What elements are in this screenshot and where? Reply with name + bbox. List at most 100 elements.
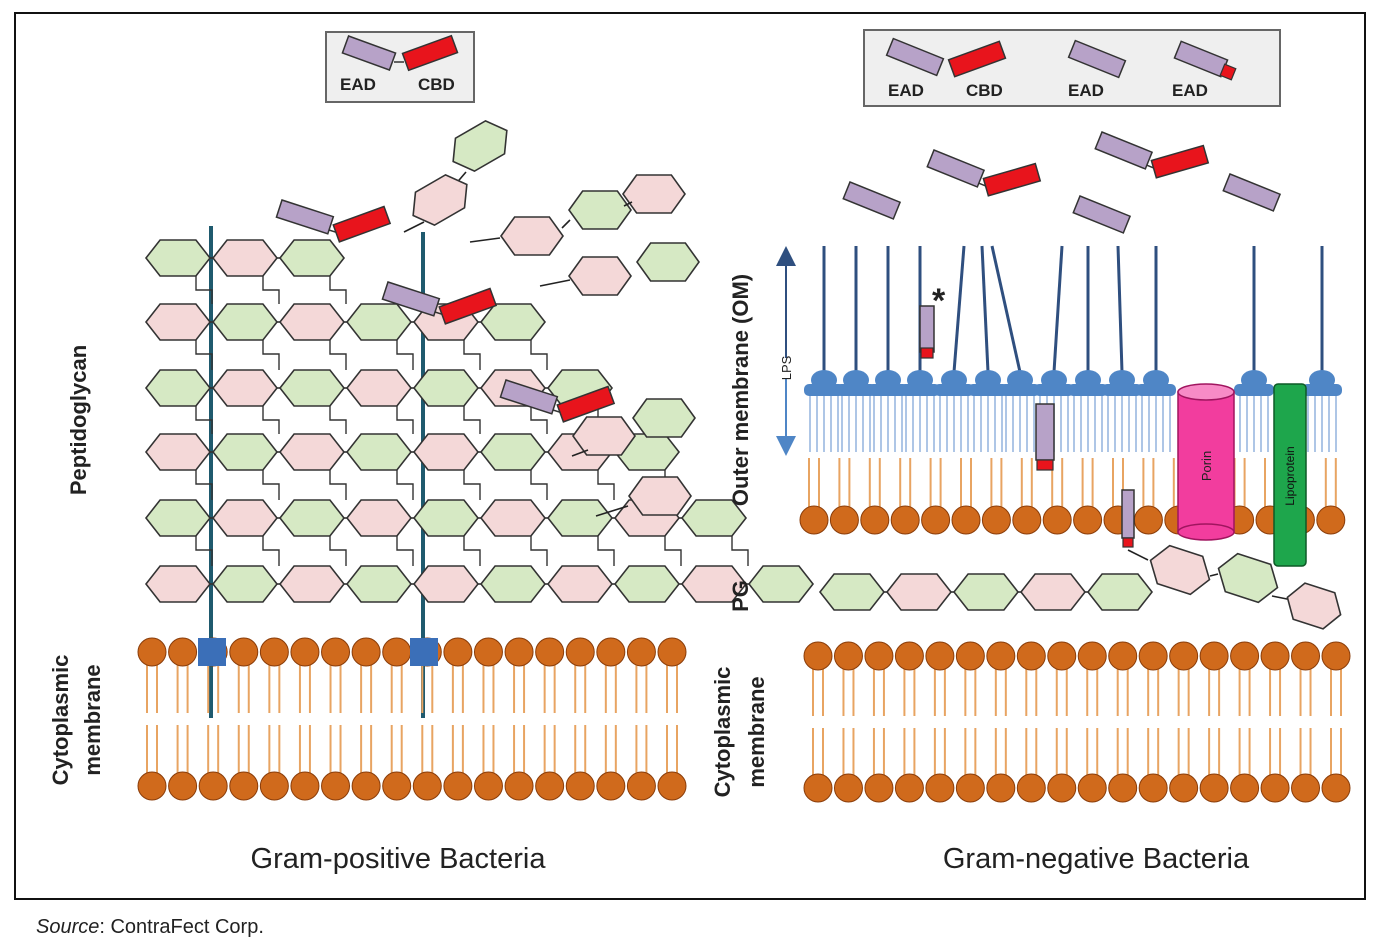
peptide-crosslink — [530, 536, 548, 566]
gn-cytoplasmic-label-1: Cytoplasmic — [710, 667, 735, 798]
peptide-crosslink — [329, 470, 347, 500]
lipid-head — [1138, 773, 1168, 803]
lipid-head — [259, 637, 289, 667]
gram-negative-legend: EAD CBD EAD EAD — [863, 29, 1281, 107]
lipid-head — [565, 771, 595, 801]
sugar-hexagon — [885, 573, 953, 611]
lipid-head — [657, 771, 687, 801]
ead-domain — [1094, 131, 1154, 170]
sugar-hexagon — [211, 499, 279, 537]
peptide-crosslink — [463, 536, 481, 566]
link-line — [561, 219, 571, 229]
sugar-hexagon — [500, 216, 564, 256]
sugar-hexagon — [278, 565, 346, 603]
outer-membrane — [799, 458, 1346, 535]
peptide-crosslink — [530, 406, 548, 434]
lipid-head — [799, 505, 829, 535]
lipid-a-base — [868, 384, 908, 396]
link-line — [539, 279, 571, 287]
lipid-a-base — [1302, 384, 1342, 396]
lipid-head — [1230, 773, 1260, 803]
lipopolysaccharide-layer — [804, 245, 1342, 452]
lipid-head — [229, 637, 259, 667]
sugar-hexagon — [144, 239, 212, 277]
source-text: : ContraFect Corp. — [99, 916, 264, 938]
lysin-enzyme — [1072, 195, 1132, 234]
ead-domain — [842, 181, 902, 220]
lps-chain — [952, 245, 966, 373]
sugar-hexagon — [1019, 573, 1087, 611]
lipid-head — [626, 771, 656, 801]
lipid-head — [1260, 641, 1290, 671]
sugar-hexagon — [613, 565, 681, 603]
sugar-hexagon — [818, 573, 886, 611]
cbd-domain — [982, 162, 1042, 197]
sugar-hexagon — [747, 565, 815, 603]
lipid-head — [1291, 773, 1321, 803]
legend-ead-label: EAD — [1068, 81, 1104, 100]
lipid-head — [168, 637, 198, 667]
link-line — [595, 505, 629, 517]
lipid-a-base — [1034, 384, 1074, 396]
peptide-crosslink — [262, 276, 280, 304]
lipid-head — [137, 637, 167, 667]
sugar-hexagon — [211, 565, 279, 603]
gram-negative-peptidoglycan — [818, 544, 1342, 630]
lipid-head — [833, 773, 863, 803]
peptide-crosslink — [262, 470, 280, 500]
peptide-crosslink — [396, 340, 414, 370]
peptide-crosslink — [262, 340, 280, 370]
legend-cbd-tag — [1219, 63, 1237, 81]
gram-positive-legend: EAD CBD — [325, 31, 475, 103]
peptide-crosslink — [262, 406, 280, 434]
gram-negative-title: Gram-negative Bacteria — [943, 843, 1250, 875]
lipid-a-base — [968, 384, 1008, 396]
lipid-head — [382, 637, 412, 667]
lipid-head — [229, 771, 259, 801]
gram-positive-floating-fragments — [403, 119, 700, 517]
lysin-enzyme — [499, 379, 616, 423]
lipid-head — [955, 773, 985, 803]
sugar-hexagon — [345, 303, 413, 341]
lipid-head — [351, 771, 381, 801]
lipid-a-base — [1068, 384, 1108, 396]
peptide-crosslink — [195, 406, 213, 434]
cbd-domain — [1150, 144, 1210, 179]
peptidoglycan-label: Peptidoglycan — [66, 345, 91, 495]
sugar-hexagon — [412, 499, 480, 537]
sugar-hexagon — [144, 565, 212, 603]
sugar-hexagon — [1286, 582, 1342, 630]
lipid-head — [803, 773, 833, 803]
peptide-crosslink — [396, 470, 414, 500]
sugar-hexagon — [479, 565, 547, 603]
ead-domain — [1222, 173, 1282, 212]
legend-cbd-label: CBD — [418, 75, 455, 94]
sugar-hexagon — [632, 398, 696, 438]
sugar-hexagon — [546, 499, 614, 537]
sugar-hexagon — [680, 499, 748, 537]
lysin-enzyme — [381, 281, 498, 325]
peptide-crosslink — [463, 470, 481, 500]
sugar-hexagon — [211, 303, 279, 341]
lipid-head — [1230, 641, 1260, 671]
sugar-hexagon — [568, 190, 632, 230]
lps-chain — [990, 245, 1022, 373]
lysin-enzyme — [275, 199, 392, 243]
lipid-head — [1047, 773, 1077, 803]
lysin-enzyme — [1094, 131, 1210, 179]
lipid-a-base — [836, 384, 876, 396]
peptide-crosslink — [329, 340, 347, 370]
lipid-head — [259, 771, 289, 801]
lipid-head — [1012, 505, 1042, 535]
lipid-head — [198, 771, 228, 801]
teichoic-anchor — [198, 638, 226, 666]
sugar-hexagon — [568, 256, 632, 296]
lipid-head — [351, 637, 381, 667]
lipid-head — [986, 773, 1016, 803]
lps-chain — [980, 245, 990, 373]
link-line — [1209, 573, 1219, 577]
sugar-hexagon — [345, 565, 413, 603]
peptide-crosslink — [195, 340, 213, 370]
lipid-head — [864, 641, 894, 671]
lipid-a-base — [804, 384, 844, 396]
